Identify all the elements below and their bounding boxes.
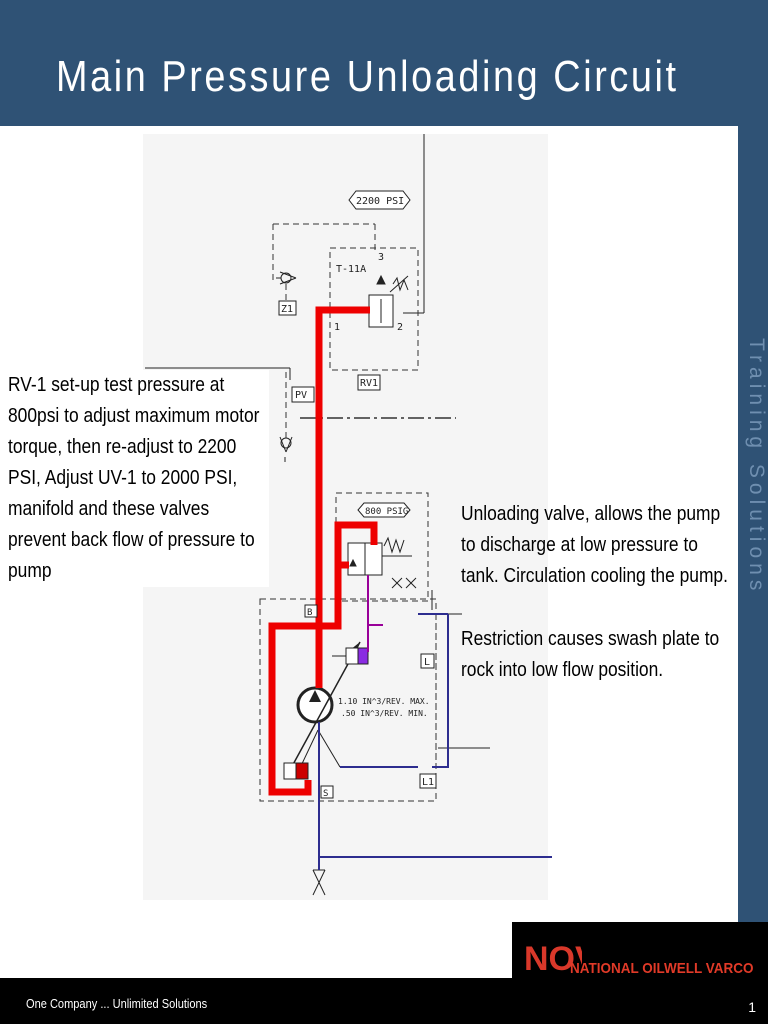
svg-text:NOV: NOV (524, 940, 582, 978)
pressure-line (268, 306, 378, 796)
title-bar (0, 0, 768, 126)
label-frames (278, 190, 437, 799)
company-logo: NOV (512, 922, 768, 978)
displacement-max-label: 1.10 IN^3/REV. MAX. (338, 697, 430, 706)
control-cylinder-lower-icon (283, 762, 309, 780)
port-l-label: L (424, 657, 430, 668)
tank-check-valve-icon (312, 869, 326, 896)
footer-tagline: One Company ... Unlimited Solutions (26, 996, 208, 1011)
side-bar (738, 126, 768, 923)
relief-pressure-label: 2200 PSI (356, 196, 404, 207)
callout-unloading-valve: Unloading valve, allows the pump to disc… (461, 503, 728, 587)
relief-valve-rv1-icon (368, 274, 409, 328)
dashed-pilot-lines (259, 223, 437, 802)
callout-restriction: Restriction causes swash plate to rock i… (461, 628, 720, 681)
port-s-label: S (323, 789, 328, 799)
slide-title: Main Pressure Unloading Circuit (56, 52, 679, 101)
company-logo-text: NATIONAL OILWELL VARCO (570, 960, 754, 977)
hydraulic-schematic: 2200 PSI T-11A 3 1 2 Z1 RV1 PV 800 PSIG … (145, 134, 552, 896)
check-valve-z1-icon (276, 271, 297, 285)
drain-line (318, 613, 552, 870)
relief-valve-tag-label: T-11A (336, 264, 366, 275)
port-1-label: 1 (334, 322, 340, 333)
port-2-label: 2 (397, 322, 403, 333)
rv1-label: RV1 (360, 378, 378, 389)
pv-label: PV (295, 390, 307, 401)
nov-logo-icon: NOV (524, 940, 582, 978)
unloading-pressure-label: 800 PSIG (365, 507, 408, 517)
port-3-label: 3 (378, 252, 384, 263)
callout-rv1-setup: RV-1 set-up test pressure at 800psi to a… (8, 370, 269, 587)
footer-bar (0, 978, 768, 1024)
port-b-label: B (307, 608, 312, 618)
page-number: 1 (748, 999, 756, 1015)
z1-label: Z1 (281, 304, 293, 315)
port-l1-label: L1 (422, 777, 434, 788)
unloading-valve-icon (347, 536, 417, 589)
sidebar-vertical-text: Training Solutions (745, 338, 768, 596)
check-valve-pv-icon (279, 436, 293, 453)
control-cylinder-upper-icon (332, 647, 369, 665)
displacement-min-label: .50 IN^3/REV. MIN. (341, 709, 428, 718)
pilot-line (367, 575, 383, 626)
